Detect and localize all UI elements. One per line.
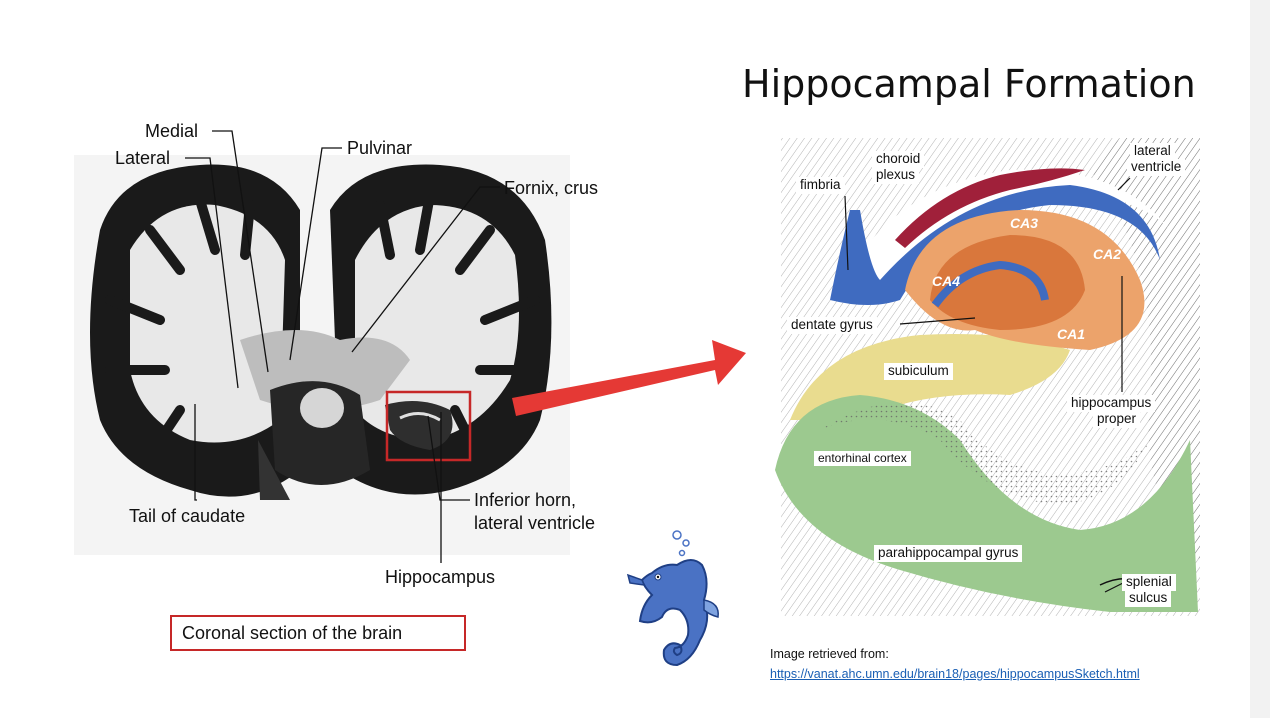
label-pulvinar: Pulvinar: [347, 138, 413, 158]
label-tail-of-caudate: Tail of caudate: [129, 506, 246, 526]
label-ca1: CA1: [1057, 326, 1086, 342]
label-medial: Medial: [145, 121, 199, 141]
label-hippocampus-proper-line2: proper: [1093, 411, 1141, 428]
label-hippocampus-proper-line1: hippocampus: [1067, 395, 1156, 412]
label-splenial-sulcus-line1: splenial: [1122, 574, 1176, 591]
label-ca2: CA2: [1093, 246, 1122, 262]
label-ca4: CA4: [932, 273, 961, 289]
slide-title: Hippocampal Formation: [742, 62, 1196, 106]
pointer-arrow: [512, 340, 746, 416]
label-choroid-plexus-line1: choroid: [872, 151, 925, 168]
label-lateral: Lateral: [115, 148, 171, 168]
caption-box: Coronal section of the brain: [170, 615, 466, 651]
label-hippocampus: Hippocampus: [385, 567, 496, 587]
label-entorhinal-cortex: entorhinal cortex: [814, 451, 911, 467]
label-parahippocampal-gyrus: parahippocampal gyrus: [874, 545, 1023, 562]
label-subiculum: subiculum: [884, 363, 953, 380]
window-edge: [1250, 0, 1270, 718]
label-choroid-plexus-line2: plexus: [872, 167, 920, 184]
image-credit-label: Image retrieved from:: [770, 647, 889, 661]
label-ca3: CA3: [1010, 215, 1039, 231]
label-fornix: Fornix, crus: [504, 178, 599, 198]
label-inferior-horn: Inferior horn,: [474, 490, 577, 510]
label-dentate-gyrus: dentate gyrus: [787, 317, 877, 334]
seahorse-icon: [626, 530, 719, 667]
label-fimbria: fimbria: [796, 177, 845, 194]
label-lateral-ventricle-line1: lateral: [1130, 143, 1175, 160]
image-credit-link[interactable]: https://vanat.ahc.umn.edu/brain18/pages/…: [770, 667, 1140, 681]
label-lateral-ventricle-line2: ventricle: [1127, 159, 1186, 176]
label-splenial-sulcus-line2: sulcus: [1125, 590, 1172, 607]
label-lateral-ventricle: lateral ventricle: [474, 513, 596, 533]
